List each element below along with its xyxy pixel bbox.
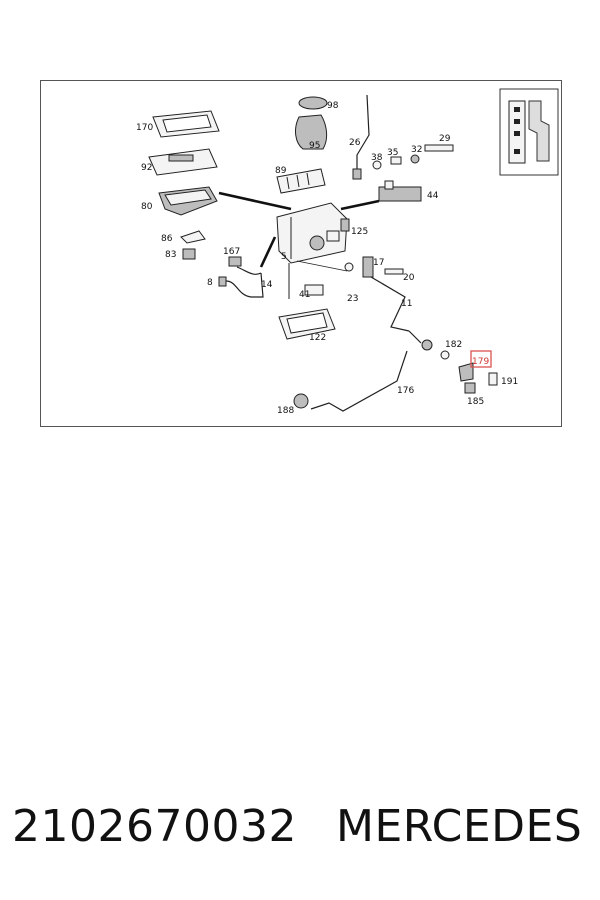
callout-44: 44 (427, 191, 439, 201)
part-5-selector-housing (276, 202, 348, 264)
callout-179: 179 (472, 357, 489, 367)
callout-26: 26 (349, 138, 361, 148)
part-35-bushing (390, 156, 402, 165)
callout-11: 11 (401, 299, 412, 309)
callout-86: 86 (161, 234, 173, 244)
callout-188: 188 (277, 406, 294, 416)
part-44-bracket (378, 180, 422, 202)
product-info-row: 2102670032 MERCEDES (0, 795, 600, 865)
part-86-clip (180, 230, 206, 244)
part-29-bolt (424, 144, 454, 152)
leader-housing (296, 260, 348, 272)
part-188-cable-end (293, 393, 309, 409)
shift-gate-inset (499, 88, 559, 176)
callout-176: 176 (397, 386, 414, 396)
part-14-cable (225, 272, 264, 298)
callout-125: 125 (351, 227, 368, 237)
part-176-cable (310, 350, 408, 412)
part-41-bushing (304, 284, 324, 296)
part-83-clip (182, 248, 196, 260)
part-8-connector (218, 276, 227, 287)
part-17-lever (362, 256, 374, 278)
part-20-bolt (384, 268, 404, 275)
leader-44 (340, 199, 380, 211)
callout-182: 182 (445, 340, 462, 350)
callout-29: 29 (439, 134, 451, 144)
callout-185: 185 (467, 397, 484, 407)
callout-41: 41 (299, 290, 310, 300)
callout-35: 35 (387, 148, 398, 158)
brand-name: MERCEDES (336, 801, 583, 852)
callout-38: 38 (371, 153, 383, 163)
part-98-knob-cap (298, 96, 328, 110)
callout-8: 8 (207, 278, 213, 288)
callout-89: 89 (275, 166, 287, 176)
callout-23: 23 (347, 294, 358, 304)
part-23-clip (344, 262, 354, 272)
part-80-panel (158, 186, 218, 216)
part-179-bracket (458, 362, 474, 382)
part-95-shift-knob (295, 114, 328, 150)
part-26-cable (356, 94, 370, 175)
callout-167: 167 (223, 247, 240, 257)
part-38-washer (372, 160, 382, 170)
part-26-end (352, 168, 362, 180)
callout-5: 5 (281, 252, 287, 262)
callout-14: 14 (261, 280, 273, 290)
callout-191: 191 (501, 377, 518, 387)
part-182-bushing-b (440, 350, 450, 360)
callout-32: 32 (411, 145, 422, 155)
callout-98: 98 (327, 101, 339, 111)
part-170-trim-frame (152, 110, 220, 138)
part-182-bushing-a (421, 339, 433, 351)
part-167-switch (228, 256, 242, 267)
callout-92: 92 (141, 163, 152, 173)
part-11-rod (370, 276, 410, 332)
rod-link (408, 330, 422, 344)
callout-80: 80 (141, 202, 153, 212)
part-92-panel (148, 148, 218, 176)
part-191-clip (488, 372, 498, 386)
callout-179-highlight-box (470, 350, 492, 368)
callout-20: 20 (403, 273, 415, 283)
wire-link (236, 266, 262, 275)
parts-diagram: 170 92 80 86 83 167 8 14 98 95 89 5 41 1… (40, 80, 562, 427)
leader-167 (259, 236, 277, 268)
callout-17: 17 (373, 258, 384, 268)
callout-170: 170 (136, 123, 153, 133)
leader-80 (218, 191, 292, 211)
part-number: 2102670032 (12, 801, 297, 852)
part-89-cover (276, 168, 326, 194)
callout-95: 95 (309, 141, 320, 151)
callout-83: 83 (165, 250, 176, 260)
part-185-bushing (464, 382, 476, 394)
callout-122: 122 (309, 333, 326, 343)
part-32-nut (410, 154, 420, 164)
exploded-view-drawing: 170 92 80 86 83 167 8 14 98 95 89 5 41 1… (136, 88, 559, 416)
part-125-bolt (340, 218, 350, 232)
